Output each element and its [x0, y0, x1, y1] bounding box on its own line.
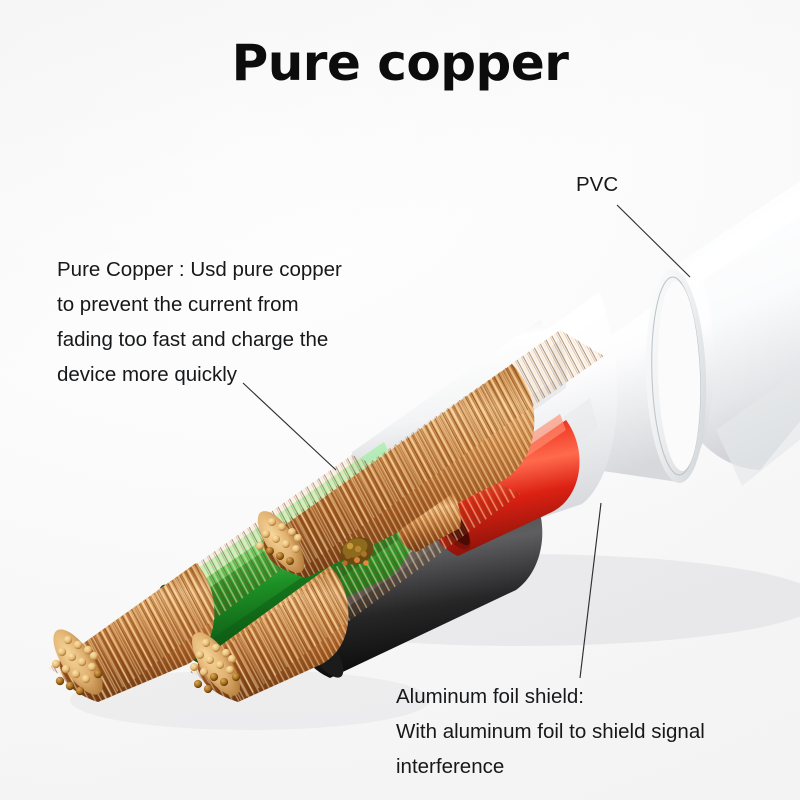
annotation-aluminum-foil-shield: Aluminum foil shield: With aluminum foil… [396, 685, 705, 778]
page-title: Pure copper [231, 34, 569, 92]
leader-line-pvc [616, 204, 691, 278]
leader-lines [242, 204, 691, 679]
copper-core-red-wire [399, 494, 461, 552]
copper-drain-knot [340, 537, 374, 566]
annotation-pure-copper: Pure Copper : Usd pure copper to prevent… [57, 258, 342, 386]
leader-line-foil [579, 502, 602, 679]
leader-line-copper [242, 382, 337, 471]
label-pvc: PVC [576, 173, 619, 196]
copper-strand-dots [51, 635, 103, 696]
